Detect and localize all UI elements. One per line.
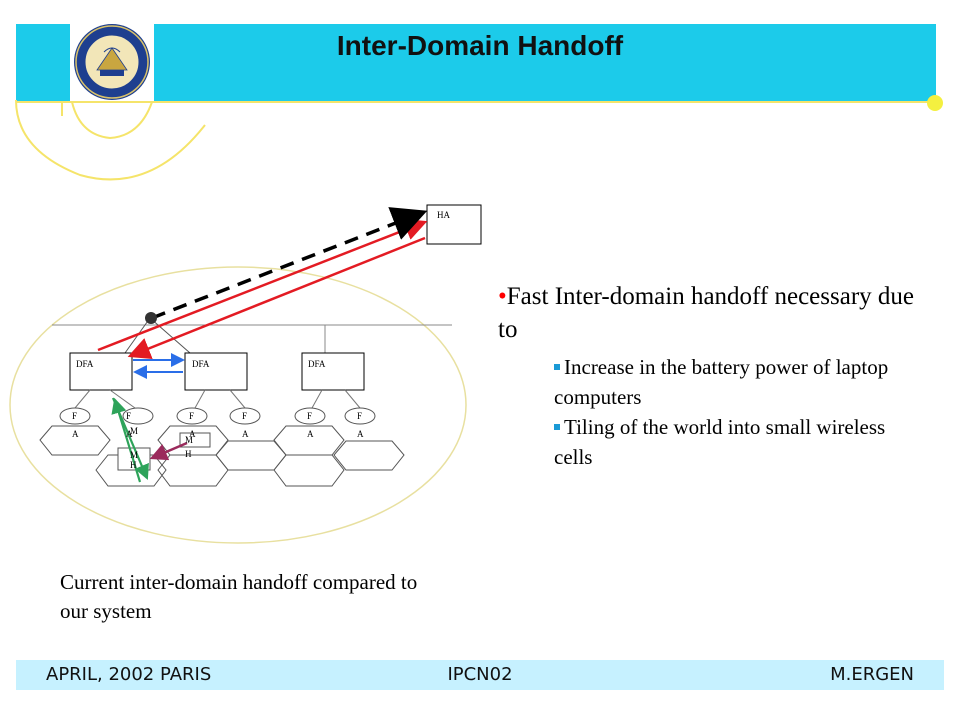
sub-bullet-text: Tiling of the world into small wireless … (554, 415, 886, 469)
mh-label-h-2: H (185, 449, 192, 459)
diagram-caption: Current inter-domain handoff compared to… (60, 570, 418, 623)
ha-label: HA (437, 210, 450, 220)
fa-label-a-6: A (357, 429, 364, 439)
fa-label-a-1: A (72, 429, 79, 439)
bullet-main-text: Fast Inter-domain handoff necessary due … (498, 283, 915, 343)
domain-ellipse (9, 266, 467, 544)
logo-arc-outer (15, 99, 206, 181)
link-root-dfa2 (149, 317, 191, 354)
sub-bullet-list: Increase in the battery power of laptop … (554, 352, 918, 472)
mh-label-m-ghost: M (130, 426, 138, 436)
fa-label-a-2: A (126, 429, 133, 439)
header-bar (16, 24, 936, 102)
wireless-cells (39, 425, 405, 487)
dfa-label-1: DFA (76, 359, 94, 369)
fa-label-f-6: F (357, 411, 362, 421)
sub-bullet-text: Increase in the battery power of laptop … (554, 355, 889, 409)
fa-label-f-3: F (189, 411, 194, 421)
fa-label-a-3: A (189, 429, 196, 439)
footer-left: APRIL, 2002 PARIS (46, 664, 212, 685)
current-path-up (97, 218, 428, 352)
mh-box-2 (179, 432, 211, 448)
slide-title: Inter-Domain Handoff (336, 30, 624, 61)
handoff-arrow-up (111, 397, 142, 483)
logo-arc-inner (71, 101, 153, 140)
root-node (145, 312, 157, 324)
bullet-dot-icon: • (498, 283, 507, 310)
fa-node-1 (59, 407, 91, 425)
footer-center: IPCN02 (447, 664, 513, 685)
mh-label-m-1: M (130, 450, 138, 460)
fa-node-3 (176, 407, 208, 425)
link-dfa2-fa4 (229, 389, 246, 409)
fa-label-a-4: A (242, 429, 249, 439)
dfa-label-2: DFA (192, 359, 210, 369)
bullet-list: •Fast Inter-domain handoff necessary due… (498, 280, 918, 472)
dfa-box-3 (301, 352, 365, 391)
mh-movement-arrow (149, 441, 188, 461)
footer-bar: IPCN02 APRIL, 2002 PARIS M.ERGEN (16, 660, 944, 690)
fa-label-f-2: F (126, 411, 131, 421)
fa-label-a-5: A (307, 429, 314, 439)
fa-node-6 (344, 407, 376, 425)
square-bullet-icon (554, 424, 560, 430)
sub-bullet-item: Tiling of the world into small wireless … (554, 412, 918, 472)
link-dfa3-fa5 (311, 389, 323, 409)
bullet-main: •Fast Inter-domain handoff necessary due… (498, 280, 918, 346)
link-dfa2-fa3 (194, 389, 206, 409)
fa-label-f-4: F (242, 411, 247, 421)
header-bullet-dot (927, 95, 943, 111)
mh-label-h-1: H (130, 460, 137, 470)
dfa-label-3: DFA (308, 359, 326, 369)
link-dfa1-fa1 (74, 389, 91, 409)
mh-label-m-2: M (185, 435, 193, 445)
fa-node-2 (122, 407, 154, 425)
fa-label-f-5: F (307, 411, 312, 421)
ha-box (426, 204, 482, 245)
proposed-path-arrow (151, 207, 428, 320)
footer-right: M.ERGEN (830, 664, 914, 685)
fa-label-f-1: F (72, 411, 77, 421)
dfa-box-1 (69, 352, 133, 391)
sub-bullet-item: Increase in the battery power of laptop … (554, 352, 918, 412)
dfa-box-2 (184, 352, 248, 391)
square-bullet-icon (554, 364, 560, 370)
fa-node-5 (294, 407, 326, 425)
link-dfa3-fa6 (344, 389, 361, 409)
fa-node-4 (229, 407, 261, 425)
current-path-down (127, 236, 426, 360)
